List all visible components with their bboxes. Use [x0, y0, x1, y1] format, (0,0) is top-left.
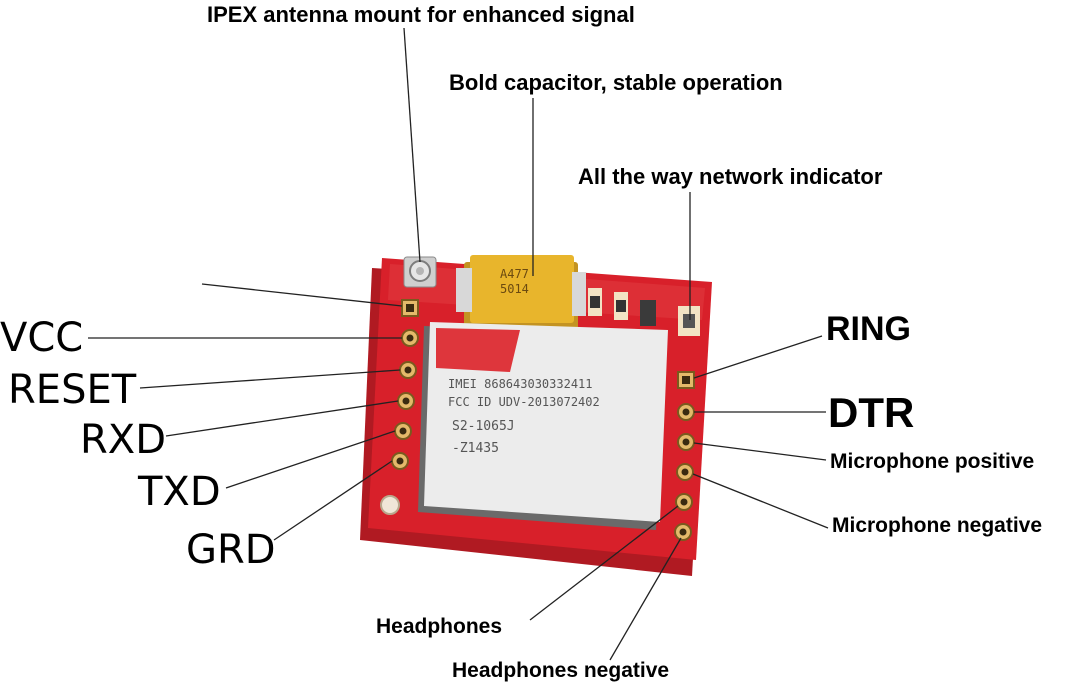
line-reset: [139, 369, 401, 389]
line-ipex: [403, 27, 421, 263]
line-mic-neg: [692, 473, 829, 529]
label-headphones: Headphones: [376, 615, 503, 638]
capacitor-marking-2: 5014: [500, 282, 529, 296]
label-mic-positive: Microphone positive: [830, 450, 1035, 473]
line-headphones-neg: [609, 537, 682, 661]
line-rxd: [165, 400, 399, 437]
chip-line-1: IMEI 868643030332411: [448, 377, 593, 391]
line-unlabeled: [201, 283, 403, 307]
chip-line-4: -Z1435: [452, 441, 499, 456]
label-vcc: VCC: [0, 315, 84, 361]
line-grd: [273, 460, 393, 541]
chip-line-2: FCC ID UDV-2013072402: [448, 395, 600, 409]
label-mic-negative: Microphone negative: [832, 514, 1043, 537]
capacitor-marking-1: A477: [500, 267, 529, 281]
label-ring: RING: [826, 310, 911, 348]
ipex-connector: [403, 256, 437, 288]
chip-line-3: S2-1065J: [452, 419, 515, 434]
label-txd: TXD: [138, 469, 221, 515]
line-headphones: [529, 505, 679, 621]
gsm-shield: IMEI 868643030332411 FCC ID UDV-20130724…: [418, 322, 668, 530]
label-dtr: DTR: [828, 389, 915, 436]
label-indicator: All the way network indicator: [578, 164, 883, 189]
capacitor: A477 5014: [456, 255, 586, 334]
line-txd: [225, 430, 396, 489]
label-headphones-negative: Headphones negative: [452, 659, 670, 682]
label-reset: RESET: [8, 367, 137, 413]
right-pin-header: [674, 371, 695, 541]
line-mic-pos: [693, 442, 827, 461]
label-capacitor: Bold capacitor, stable operation: [449, 70, 783, 95]
smd-components: [588, 288, 700, 336]
label-grd: GRD: [186, 527, 276, 573]
leader-lines: [88, 27, 829, 661]
label-ipex: IPEX antenna mount for enhanced signal: [207, 2, 635, 27]
label-rxd: RXD: [80, 417, 166, 463]
line-ring: [693, 335, 823, 379]
